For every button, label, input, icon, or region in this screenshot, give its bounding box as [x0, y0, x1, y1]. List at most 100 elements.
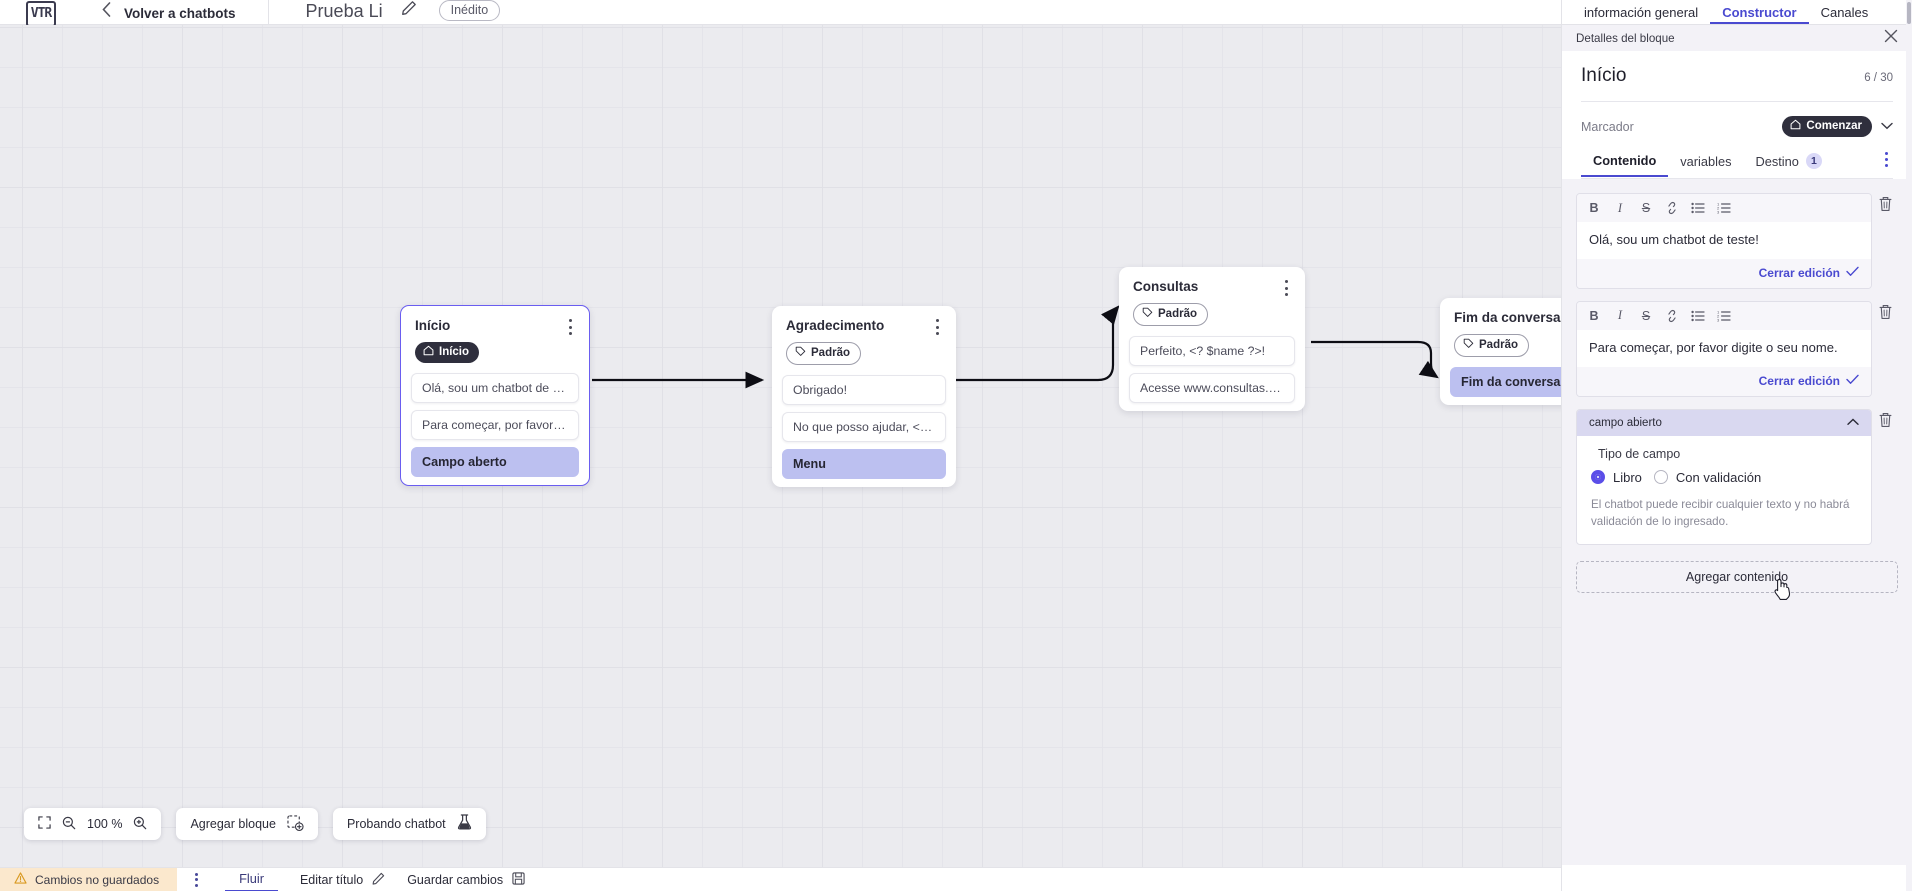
save-changes-label: Guardar cambios	[407, 872, 504, 887]
open-field-title: campo abierto	[1589, 416, 1662, 429]
panel-title-row: Início 6 / 30	[1581, 65, 1893, 87]
pencil-icon[interactable]	[401, 0, 417, 21]
zoom-out-icon[interactable]	[62, 816, 76, 833]
marcador-badge-label: Comenzar	[1806, 120, 1862, 132]
tab-variables[interactable]: variables	[1668, 154, 1743, 176]
svg-text:2: 2	[1717, 313, 1720, 318]
node-tag: Padrão	[1133, 303, 1208, 326]
panel-subheader-title: Detalles del bloque	[1576, 31, 1675, 45]
zoom-controls[interactable]: 100 %	[24, 808, 162, 840]
node-header: Fim da conversa Padrão	[1440, 298, 1561, 357]
bold-icon[interactable]: B	[1589, 201, 1599, 215]
node-messages: Obrigado! No que posso ajudar, <? $name …	[772, 365, 956, 479]
bullet-list-icon[interactable]	[1685, 306, 1711, 326]
bot-title: Prueba Li	[305, 1, 383, 21]
node-menu-icon[interactable]	[1279, 280, 1293, 296]
link-icon[interactable]	[1659, 306, 1685, 326]
node-message-selected[interactable]: Menu	[782, 449, 946, 479]
marcador-label: Marcador	[1581, 119, 1634, 134]
trash-icon[interactable]	[1878, 193, 1898, 217]
edit-title-button[interactable]: Editar título	[300, 872, 385, 888]
flow-canvas[interactable]: Início Início Olá, sou um chatbot de tes…	[0, 25, 1561, 867]
link-icon[interactable]	[1659, 198, 1685, 218]
italic-icon[interactable]: I	[1617, 200, 1623, 215]
node-menu-icon[interactable]	[930, 319, 944, 335]
check-icon[interactable]	[1846, 374, 1859, 388]
tab-canales[interactable]: Canales	[1820, 5, 1869, 20]
node-message[interactable]: Perfeito, <? $name ?>!	[1129, 336, 1295, 366]
node-messages: Fim da conversa	[1440, 357, 1561, 397]
svg-text:3: 3	[1717, 210, 1720, 214]
node-tag: Padrão	[1454, 334, 1529, 357]
trash-icon[interactable]	[1878, 301, 1898, 325]
add-content-button[interactable]: Agregar contenido	[1576, 561, 1898, 601]
tab-constructor[interactable]: Constructor	[1710, 5, 1809, 24]
chevron-left-icon[interactable]	[102, 2, 111, 21]
flow-node-fim-da-conversa[interactable]: Fim da conversa Padrão Fim da conversa	[1440, 298, 1561, 405]
chevron-up-icon[interactable]	[1847, 417, 1859, 429]
block-details-panel: información general Constructor Canales …	[1561, 0, 1912, 891]
chevron-down-icon[interactable]	[1881, 121, 1893, 133]
node-message[interactable]: Acesse www.consultas.com par…	[1129, 373, 1295, 403]
app-logo-icon[interactable]: VTR	[26, 1, 56, 27]
check-icon[interactable]	[1846, 266, 1859, 280]
editor-text-2[interactable]: Para começar, por favor digite o seu nom…	[1577, 329, 1871, 367]
node-message-selected[interactable]: Fim da conversa	[1450, 367, 1561, 397]
bullet-list-icon[interactable]	[1685, 198, 1711, 218]
node-message[interactable]: No que posso ajudar, <? $name …	[782, 412, 946, 442]
strikethrough-icon[interactable]: S	[1641, 308, 1651, 323]
canvas-toolbar: 100 % Agregar bloque Probando chatbot	[24, 808, 486, 840]
editor-text-1[interactable]: Olá, sou um chatbot de teste!	[1577, 222, 1871, 259]
block-count: 6 / 30	[1864, 72, 1893, 84]
node-message-selected[interactable]: Campo aberto	[411, 447, 579, 477]
marcador-badge[interactable]: Comenzar	[1782, 116, 1872, 137]
flow-node-consultas[interactable]: Consultas Padrão Perfeito, <? $name ?>! …	[1119, 267, 1305, 411]
tab-contenido[interactable]: Contenido	[1581, 153, 1669, 177]
save-changes-button[interactable]: Guardar cambios	[407, 871, 525, 888]
panel-scrollbar[interactable]	[1906, 0, 1912, 891]
pencil-icon	[372, 872, 385, 888]
tab-informacion-general[interactable]: información general	[1584, 5, 1699, 20]
node-menu-icon[interactable]	[563, 319, 577, 335]
strikethrough-icon[interactable]: S	[1641, 201, 1651, 215]
test-chatbot-label: Probando chatbot	[346, 817, 446, 831]
svg-text:2: 2	[1717, 206, 1720, 211]
node-tag-label: Início	[439, 346, 470, 358]
node-message[interactable]: Para começar, por favor digite o …	[411, 410, 579, 440]
footer-more-icon[interactable]	[189, 872, 203, 887]
footer-tab-fluir[interactable]: Fluir	[225, 868, 278, 891]
open-field-header[interactable]: campo abierto	[1577, 409, 1871, 436]
bold-icon[interactable]: B	[1589, 308, 1599, 323]
italic-icon[interactable]: I	[1617, 308, 1623, 323]
back-to-chatbots-link[interactable]: Volver a chatbots	[124, 6, 236, 21]
close-edit-link-2[interactable]: Cerrar edición	[1758, 373, 1840, 388]
unsaved-changes-label: Cambios no guardados	[35, 872, 160, 887]
node-tag-label: Padrão	[1158, 308, 1197, 320]
flow-node-inicio[interactable]: Início Início Olá, sou um chatbot de tes…	[400, 305, 590, 486]
zoom-in-icon[interactable]	[133, 816, 147, 833]
marcador-value-group[interactable]: Comenzar	[1782, 116, 1893, 137]
node-message[interactable]: Olá, sou um chatbot de teste!	[411, 373, 579, 403]
close-icon[interactable]	[1884, 29, 1898, 47]
radio-option-con-validacion[interactable]: Con validación	[1653, 470, 1761, 485]
fit-screen-icon[interactable]	[38, 816, 51, 832]
close-edit-link-1[interactable]: Cerrar edición	[1758, 265, 1840, 280]
test-chatbot-button[interactable]: Probando chatbot	[332, 808, 486, 840]
flow-node-agradecimento[interactable]: Agradecimento Padrão Obrigado! No que po…	[772, 306, 956, 487]
panel-more-icon[interactable]	[1879, 152, 1893, 167]
tab-destino[interactable]: Destino 1	[1743, 153, 1833, 176]
node-message[interactable]: Obrigado!	[782, 375, 946, 405]
node-tag: Padrão	[786, 342, 861, 365]
trash-icon[interactable]	[1878, 409, 1898, 433]
radio-option-libro[interactable]: Libro	[1591, 470, 1642, 485]
node-title: Início	[415, 318, 451, 333]
node-tag-label: Padrão	[811, 347, 850, 359]
add-block-button[interactable]: Agregar bloque	[176, 808, 318, 840]
marcador-row: Marcador Comenzar	[1581, 116, 1893, 137]
